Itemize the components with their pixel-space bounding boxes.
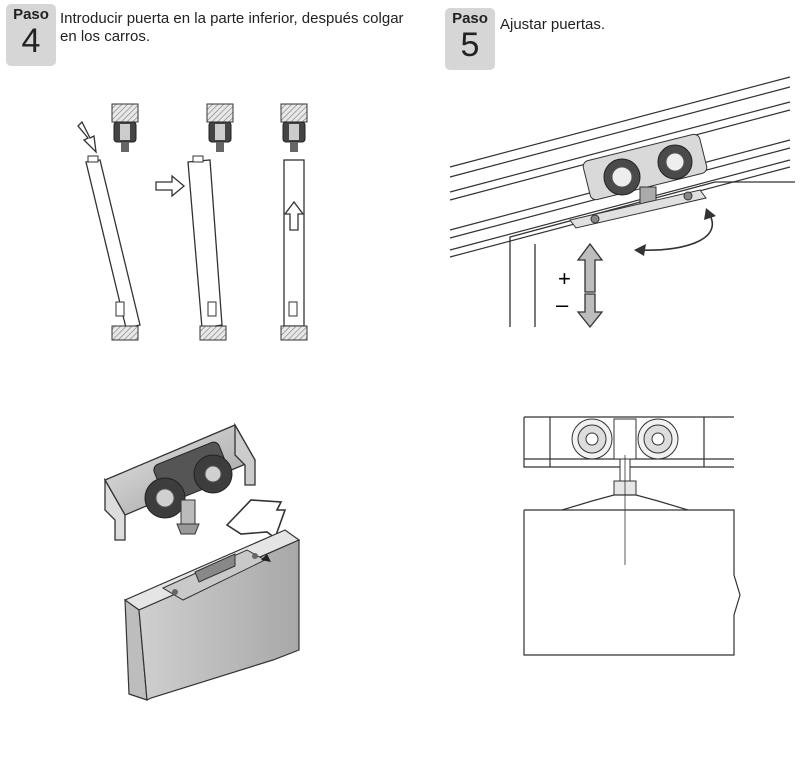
up-arrow-icon [283, 200, 305, 231]
step-4-badge: Paso 4 [6, 4, 56, 66]
stage-2-door-slides [187, 103, 234, 341]
down-right-arrow-icon [77, 120, 97, 154]
trolley-front-view [561, 418, 689, 565]
down-adjust-arrow-icon [576, 293, 604, 329]
up-adjust-arrow-icon [576, 242, 604, 293]
step-4-instruction: Introducir puerta en la parte inferior, … [60, 10, 404, 45]
rotate-arrow-icon [637, 211, 714, 251]
minus-symbol: – [556, 292, 569, 317]
trolley-carriage [144, 441, 233, 535]
rotate-arrowhead-left-icon [634, 244, 646, 256]
step-5-instruction: Ajustar puertas. [500, 16, 606, 33]
door-front-elevation [523, 416, 741, 656]
rotate-arrowhead-top-icon [704, 208, 716, 220]
step-5-word: Paso [452, 10, 488, 27]
right-arrow-icon [155, 174, 186, 198]
door-adjustment-perspective: + – [449, 76, 795, 329]
step-5-number: 5 [460, 26, 480, 64]
door-top-with-bracket [123, 529, 301, 701]
step-5-badge: Paso 5 [445, 8, 495, 70]
trolley-wheels [569, 133, 708, 229]
plus-symbol: + [558, 266, 571, 291]
trolley-into-track-3d [104, 422, 301, 701]
door-front-view [523, 509, 741, 656]
door-insertion-sequence [77, 103, 308, 341]
step-4-word: Paso [13, 6, 49, 23]
stage-1-tilted-door [85, 103, 141, 341]
step-4-number: 4 [21, 22, 41, 60]
push-arrow-icon [225, 499, 287, 540]
door-panel [509, 181, 795, 327]
stage-3-door-hung [280, 103, 308, 341]
